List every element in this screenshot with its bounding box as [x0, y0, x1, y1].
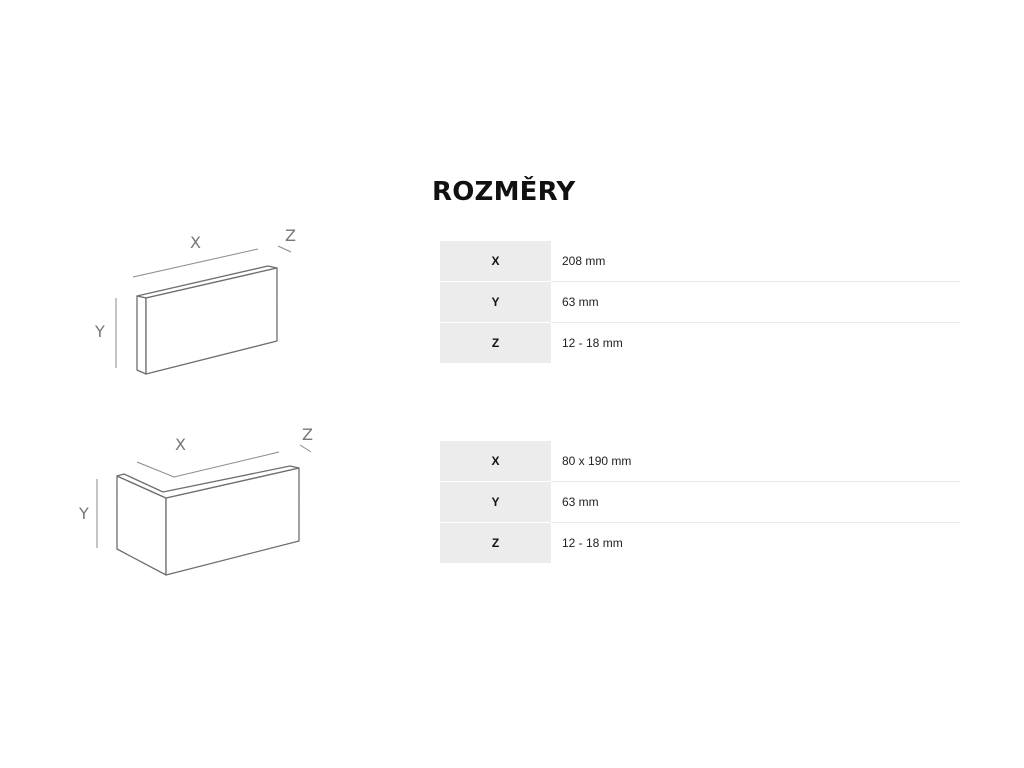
- x-dimension-line: [132, 248, 259, 278]
- z-axis-label: Z: [285, 226, 296, 245]
- brick-front-face: [145, 267, 278, 375]
- dimension-value: 80 x 190 mm: [551, 441, 960, 482]
- dimension-key: X: [440, 441, 551, 482]
- corner-brick-drawing: X Z Y: [75, 422, 320, 582]
- table-row: Z 12 - 18 mm: [440, 522, 960, 564]
- corner-top-face: [116, 465, 300, 499]
- dimension-key: Z: [440, 522, 551, 564]
- y-axis-label: Y: [78, 504, 89, 523]
- corner-long-face: [165, 467, 300, 576]
- x-axis-label: X: [190, 233, 201, 252]
- z-dimension-line: [299, 444, 312, 453]
- z-dimension-line: [277, 245, 292, 253]
- dimension-key: X: [440, 241, 551, 282]
- flat-brick-drawing: X Z Y: [90, 225, 320, 385]
- table-row: Y 63 mm: [440, 481, 960, 523]
- dimensions-table-corner: X 80 x 190 mm Y 63 mm Z 12 - 18 mm: [440, 441, 960, 564]
- x-axis-label: X: [175, 435, 186, 454]
- table-row: Y 63 mm: [440, 281, 960, 323]
- dimension-key: Y: [440, 281, 551, 323]
- dimension-value: 12 - 18 mm: [562, 536, 623, 551]
- brick-side-face: [136, 295, 147, 375]
- dimension-key: Z: [440, 322, 551, 364]
- z-axis-label: Z: [302, 425, 313, 444]
- dimension-value: 63 mm: [551, 481, 960, 523]
- page-title: ROZMĚRY: [432, 177, 576, 208]
- table-row: X 80 x 190 mm: [440, 441, 960, 482]
- dimensions-table-flat: X 208 mm Y 63 mm Z 12 - 18 mm: [440, 241, 960, 364]
- table-row: Z 12 - 18 mm: [440, 322, 960, 364]
- table-row: X 208 mm: [440, 241, 960, 282]
- dimension-value: 208 mm: [551, 241, 960, 282]
- dimension-key: Y: [440, 481, 551, 523]
- x-dimension-line: [136, 451, 280, 478]
- dimension-value: 63 mm: [551, 281, 960, 323]
- dimension-value: 12 - 18 mm: [562, 336, 623, 351]
- y-axis-label: Y: [94, 322, 105, 341]
